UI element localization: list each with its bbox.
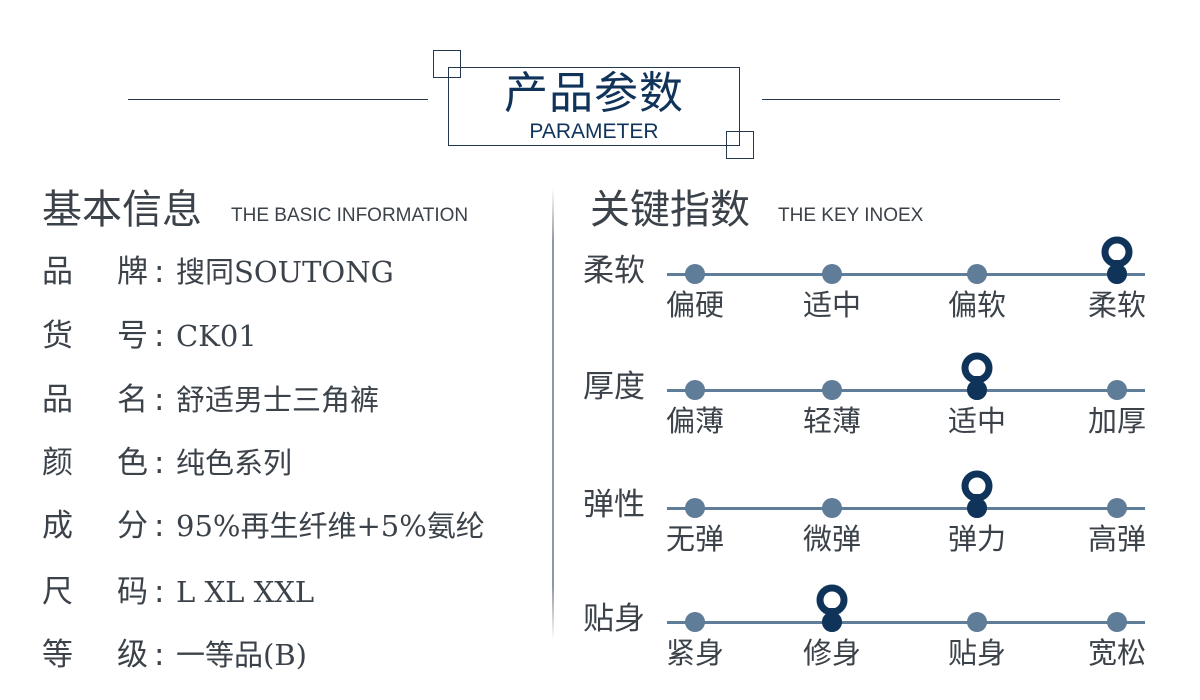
- scale-option-label: 柔软: [1087, 288, 1146, 322]
- info-colon: :: [154, 318, 165, 354]
- scale-option-label: 偏硬: [665, 288, 724, 322]
- title-frame: [448, 67, 740, 146]
- column-divider: [552, 188, 554, 640]
- info-colon: :: [154, 574, 165, 610]
- info-value: 舒适男士三角裤: [176, 383, 380, 417]
- info-label-char-2: 分: [117, 508, 148, 544]
- scale-dot: [967, 264, 987, 284]
- basic-info-title-en: THE BASIC INFORMATION: [231, 205, 469, 226]
- info-label-char-1: 颜: [42, 445, 73, 481]
- info-colon: :: [154, 445, 165, 481]
- selected-marker-icon: [815, 584, 849, 632]
- scale-option-label: 微弹: [802, 522, 861, 556]
- scale-option-label: 轻薄: [802, 404, 861, 438]
- header-line-left: [128, 99, 428, 100]
- info-value: L XL XXL: [176, 575, 315, 609]
- info-colon: :: [154, 382, 165, 418]
- scale-option-label: 适中: [802, 288, 861, 322]
- info-label-char-2: 级: [117, 637, 148, 673]
- scale-dot: [685, 380, 705, 400]
- selected-marker-icon: [960, 470, 994, 518]
- scale-name: 贴身: [583, 601, 645, 637]
- info-label-char-1: 尺: [42, 574, 73, 610]
- info-label-char-2: 名: [117, 382, 148, 418]
- info-label-char-1: 品: [42, 382, 73, 418]
- scale-name: 弹性: [583, 487, 645, 523]
- scale-name: 柔软: [583, 253, 645, 289]
- scale-track: [667, 621, 1145, 624]
- scale-dot: [822, 264, 842, 284]
- info-label-char-1: 成: [42, 508, 73, 544]
- key-index-title: 关键指数: [590, 187, 750, 233]
- info-label-char-1: 等: [42, 637, 73, 673]
- scale-option-label: 无弹: [665, 522, 724, 556]
- selected-marker-icon: [960, 352, 994, 400]
- scale-track: [667, 389, 1145, 392]
- scale-option-label: 适中: [947, 404, 1006, 438]
- scale-option-label: 加厚: [1087, 404, 1146, 438]
- scale-option-label: 偏软: [947, 288, 1006, 322]
- selected-marker-icon: [1100, 236, 1134, 284]
- scale-option-label: 偏薄: [665, 404, 724, 438]
- scale-dot: [1107, 612, 1127, 632]
- scale-option-label: 高弹: [1087, 522, 1146, 556]
- title-corner-top-left: [433, 50, 461, 78]
- page-subtitle: PARAMETER: [529, 120, 659, 143]
- info-label-char-2: 号: [117, 318, 148, 354]
- scale-dot: [685, 612, 705, 632]
- scale-track: [667, 273, 1145, 276]
- key-index-title-en: THE KEY INOEX: [778, 205, 924, 226]
- scale-option-label: 贴身: [947, 636, 1006, 670]
- info-label-char-1: 货: [42, 318, 73, 354]
- info-value: 95%再生纤维+5%氨纶: [176, 509, 485, 543]
- scale-dot: [1107, 498, 1127, 518]
- info-label-char-1: 品: [42, 254, 73, 290]
- header-line-right: [762, 99, 1060, 100]
- info-value: 纯色系列: [176, 446, 293, 480]
- basic-info-title: 基本信息: [42, 187, 202, 233]
- scale-dot: [822, 380, 842, 400]
- info-colon: :: [154, 637, 165, 673]
- scale-dot: [967, 612, 987, 632]
- info-value: 搜同SOUTONG: [176, 255, 394, 289]
- scale-dot: [685, 264, 705, 284]
- info-label-char-2: 牌: [117, 254, 148, 290]
- scale-option-label: 修身: [802, 636, 861, 670]
- scale-dot: [685, 498, 705, 518]
- page-title: 产品参数: [504, 68, 684, 119]
- scale-dot: [822, 498, 842, 518]
- scale-name: 厚度: [583, 369, 645, 405]
- scale-dot: [1107, 380, 1127, 400]
- info-label-char-2: 色: [117, 445, 148, 481]
- info-value: 一等品(B): [176, 638, 307, 672]
- info-value: CK01: [176, 319, 257, 353]
- scale-track: [667, 507, 1145, 510]
- scale-option-label: 弹力: [947, 522, 1006, 556]
- title-corner-bottom-right: [726, 131, 754, 159]
- info-colon: :: [154, 508, 165, 544]
- info-label-char-2: 码: [117, 574, 148, 610]
- scale-option-label: 紧身: [665, 636, 724, 670]
- scale-option-label: 宽松: [1087, 636, 1146, 670]
- info-colon: :: [154, 254, 165, 290]
